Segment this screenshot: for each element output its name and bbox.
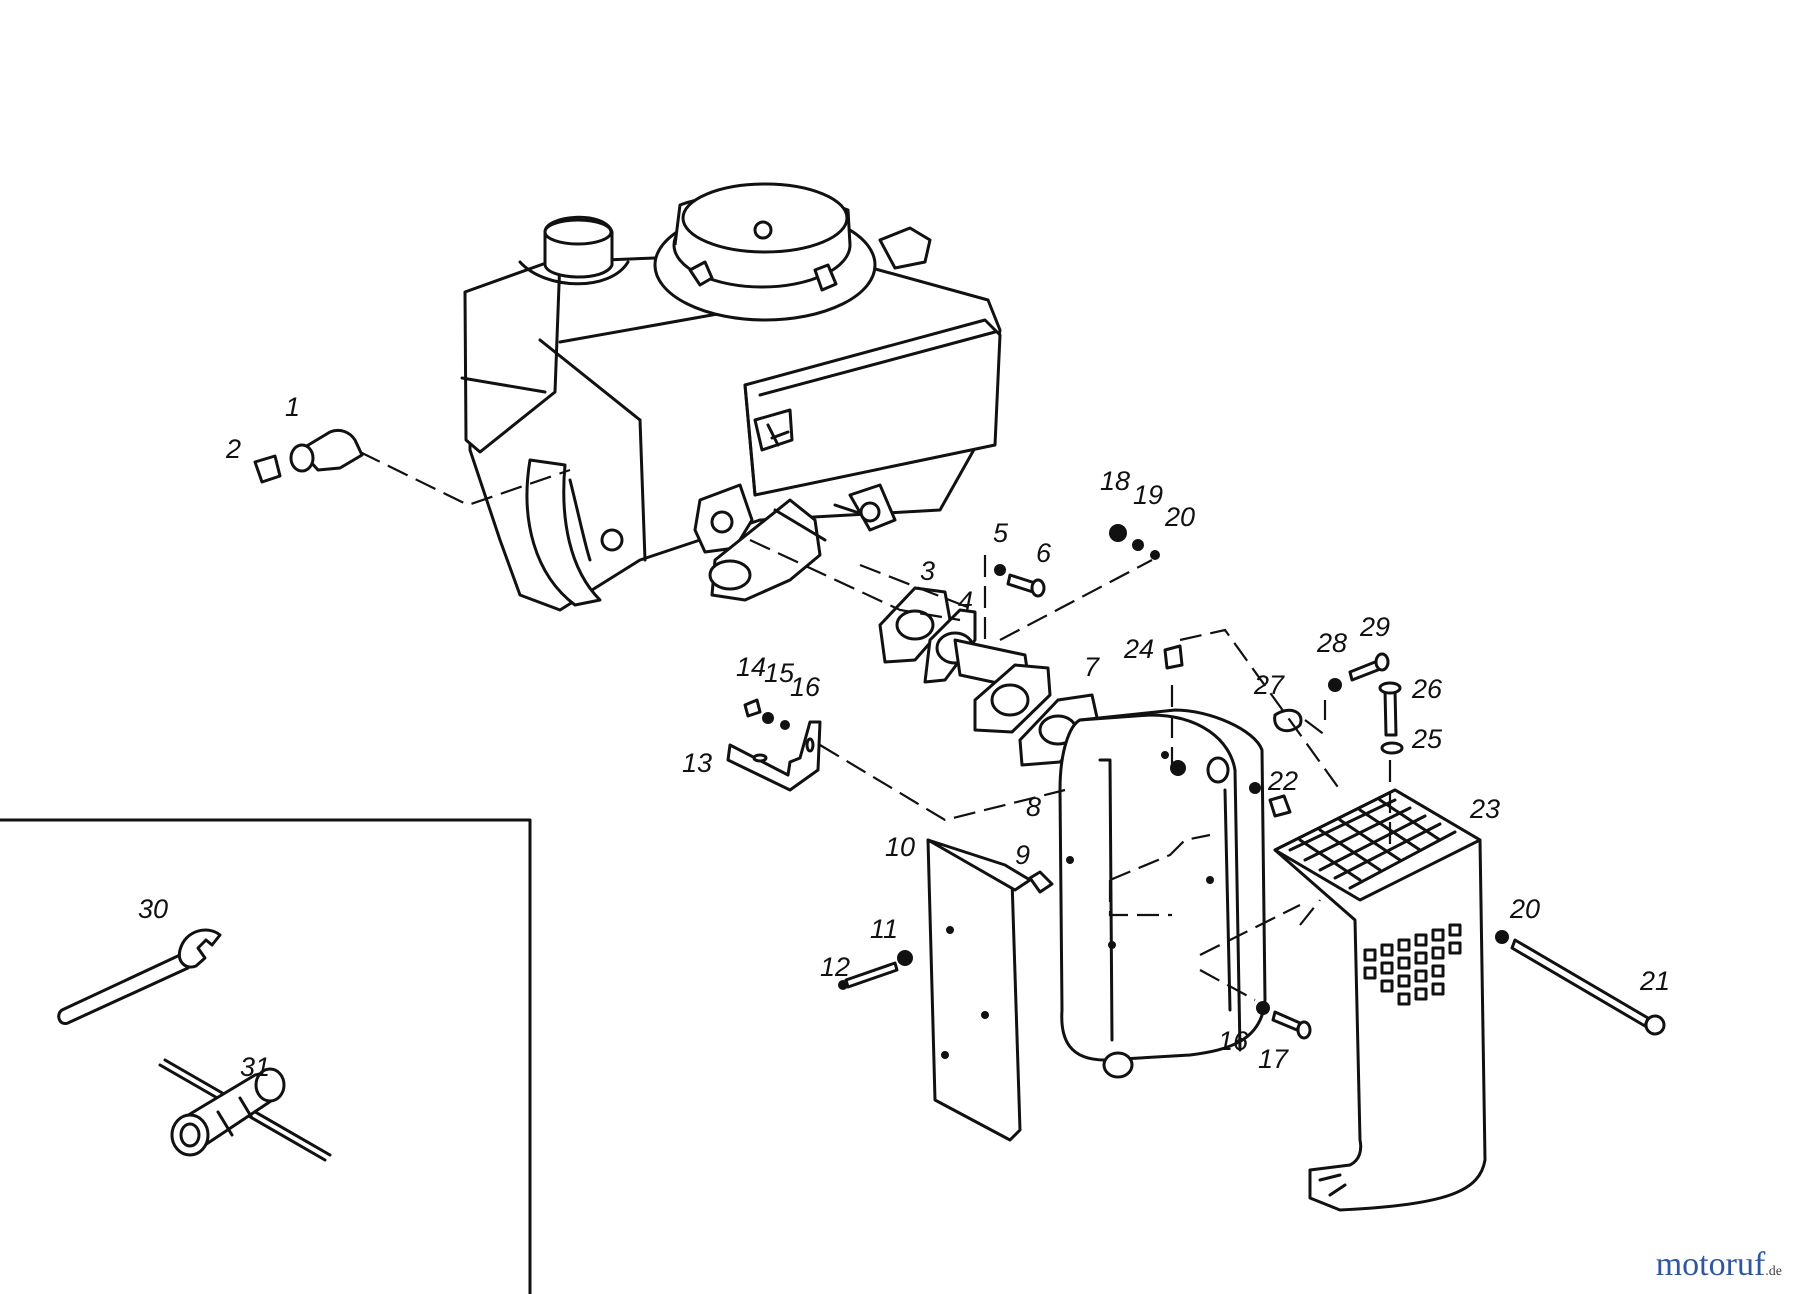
callout-29: 29 [1359, 612, 1390, 642]
assembly-lines [359, 451, 1392, 1001]
callout-10: 10 [885, 832, 915, 862]
site-logo: motoruf.de [1656, 1246, 1782, 1284]
callout-4: 4 [958, 586, 973, 616]
callout-21: 21 [1639, 966, 1670, 996]
callout-labels: 1 2 3 4 5 6 7 8 9 10 11 12 13 14 15 16 1… [138, 392, 1670, 1082]
logo-text: motoruf [1655, 1246, 1766, 1283]
open-end-wrench [57, 928, 222, 1025]
callout-26: 26 [1411, 674, 1443, 704]
callout-7: 7 [1084, 652, 1100, 682]
callout-9: 9 [1015, 840, 1030, 870]
callout-16a: 16 [790, 672, 821, 702]
callout-20b: 20 [1509, 894, 1540, 924]
tools-inset [0, 818, 532, 1294]
guard-grid-side [1363, 923, 1462, 1006]
callout-12: 12 [820, 952, 850, 982]
callout-18: 18 [1100, 466, 1130, 496]
callout-16b: 16 [1218, 1026, 1249, 1056]
callout-14: 14 [736, 652, 766, 682]
callout-3: 3 [920, 556, 935, 586]
exhaust-gaskets [878, 586, 1100, 767]
callout-27: 27 [1253, 670, 1285, 700]
callout-31: 31 [240, 1052, 270, 1082]
callout-24: 24 [1123, 634, 1154, 664]
callout-28: 28 [1316, 628, 1347, 658]
heat-shield-front [926, 838, 1032, 1142]
guard-grid-top [1288, 798, 1457, 890]
mounting-bracket [726, 720, 822, 792]
logo-suffix: .de [1765, 1264, 1782, 1279]
fasteners [743, 524, 1666, 1040]
spark-plug-socket-tool [158, 1058, 332, 1162]
callout-8: 8 [1026, 792, 1041, 822]
callout-17: 17 [1258, 1044, 1289, 1074]
callout-22: 22 [1267, 766, 1298, 796]
callout-19: 19 [1133, 480, 1163, 510]
muffler [1058, 708, 1267, 1079]
engine-assembly [460, 182, 1002, 612]
callout-6: 6 [1036, 538, 1052, 568]
callout-25: 25 [1411, 724, 1443, 754]
callout-5: 5 [993, 518, 1009, 548]
muffler-guard [1273, 788, 1487, 1212]
callout-13: 13 [682, 748, 712, 778]
callout-23: 23 [1469, 794, 1500, 824]
callout-11: 11 [870, 914, 898, 944]
elbow-fitting [253, 428, 364, 484]
callout-2: 2 [225, 434, 241, 464]
callout-30: 30 [138, 894, 168, 924]
callout-15: 15 [764, 658, 795, 688]
callout-20a: 20 [1164, 502, 1195, 532]
callout-1: 1 [285, 392, 300, 422]
